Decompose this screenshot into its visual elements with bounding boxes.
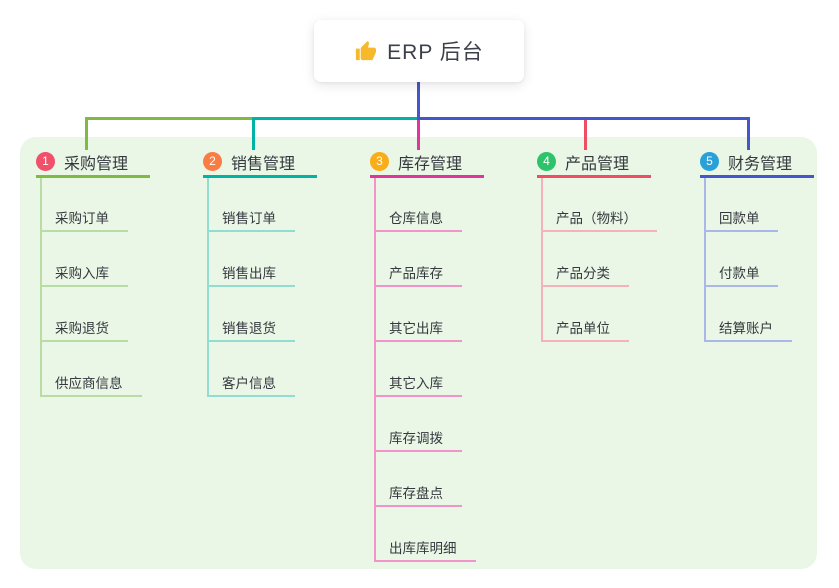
branch-badge-5-icon: 5 (700, 152, 719, 171)
branch-underline-1 (36, 175, 150, 178)
child-underline (704, 285, 778, 287)
branch-spine-4 (541, 178, 543, 342)
child-underline (40, 340, 128, 342)
mindmap-panel (20, 137, 817, 569)
child-underline (541, 340, 629, 342)
child-node[interactable]: 产品（物料） (556, 211, 637, 226)
child-node[interactable]: 销售订单 (222, 211, 276, 226)
branch-node-5[interactable]: 5 财务管理 (700, 148, 792, 175)
root-node-label: ERP 后台 (387, 41, 484, 64)
connector-drop-4 (584, 117, 587, 150)
connector-drop-5 (747, 117, 750, 150)
child-node[interactable]: 产品单位 (556, 321, 610, 336)
child-node[interactable]: 采购退货 (55, 321, 109, 336)
branch-underline-3 (370, 175, 484, 178)
child-node[interactable]: 回款单 (719, 211, 760, 226)
branch-badge-3-icon: 3 (370, 152, 389, 171)
branch-badge-2-icon: 2 (203, 152, 222, 171)
branch-underline-5 (700, 175, 814, 178)
child-node[interactable]: 产品分类 (556, 266, 610, 281)
child-node[interactable]: 出库库明细 (389, 541, 457, 556)
child-underline (207, 285, 295, 287)
branch-node-3[interactable]: 3 库存管理 (370, 148, 462, 175)
child-node[interactable]: 采购订单 (55, 211, 109, 226)
connector-rail-middle (252, 117, 419, 120)
child-node[interactable]: 客户信息 (222, 376, 276, 391)
child-node[interactable]: 其它入库 (389, 376, 443, 391)
connector-root (417, 82, 420, 120)
child-node[interactable]: 其它出库 (389, 321, 443, 336)
child-underline (374, 395, 462, 397)
branch-underline-2 (203, 175, 317, 178)
branch-label: 销售管理 (231, 155, 296, 173)
branch-node-1[interactable]: 1 采购管理 (36, 148, 128, 175)
branch-label: 产品管理 (565, 155, 630, 173)
child-underline (40, 230, 128, 232)
child-underline (40, 395, 142, 397)
child-underline (374, 230, 462, 232)
child-underline (704, 230, 778, 232)
child-node[interactable]: 销售出库 (222, 266, 276, 281)
branch-badge-4-icon: 4 (537, 152, 556, 171)
child-underline (704, 340, 792, 342)
branch-node-2[interactable]: 2 销售管理 (203, 148, 295, 175)
child-underline (207, 230, 295, 232)
child-node[interactable]: 销售退货 (222, 321, 276, 336)
child-underline (541, 230, 657, 232)
child-underline (374, 450, 462, 452)
child-underline (207, 340, 295, 342)
child-underline (207, 395, 295, 397)
connector-drop-3 (417, 117, 420, 150)
child-node[interactable]: 付款单 (719, 266, 760, 281)
branch-label: 库存管理 (398, 155, 463, 173)
child-underline (374, 340, 462, 342)
thumbs-up-icon (356, 40, 377, 60)
branch-spine-2 (207, 178, 209, 397)
child-node[interactable]: 仓库信息 (389, 211, 443, 226)
child-underline (374, 285, 462, 287)
child-node[interactable]: 库存调拨 (389, 431, 443, 446)
child-underline (541, 285, 629, 287)
branch-label: 采购管理 (64, 155, 129, 173)
child-node[interactable]: 库存盘点 (389, 486, 443, 501)
child-node[interactable]: 采购入库 (55, 266, 109, 281)
branch-spine-5 (704, 178, 706, 342)
branch-node-4[interactable]: 4 产品管理 (537, 148, 629, 175)
child-underline (40, 285, 128, 287)
child-node[interactable]: 产品库存 (389, 266, 443, 281)
root-node[interactable]: ERP 后台 (314, 20, 524, 82)
connector-drop-2 (252, 117, 255, 150)
branch-label: 财务管理 (728, 155, 793, 173)
child-underline (374, 560, 476, 562)
branch-underline-4 (537, 175, 651, 178)
branch-badge-1-icon: 1 (36, 152, 55, 171)
branch-spine-3 (374, 178, 376, 562)
child-node[interactable]: 结算账户 (719, 321, 773, 336)
child-underline (374, 505, 462, 507)
child-node[interactable]: 供应商信息 (55, 376, 123, 391)
branch-spine-1 (40, 178, 42, 397)
connector-rail-left (85, 117, 254, 120)
connector-drop-1 (85, 117, 88, 150)
connector-rail-right (417, 117, 749, 120)
